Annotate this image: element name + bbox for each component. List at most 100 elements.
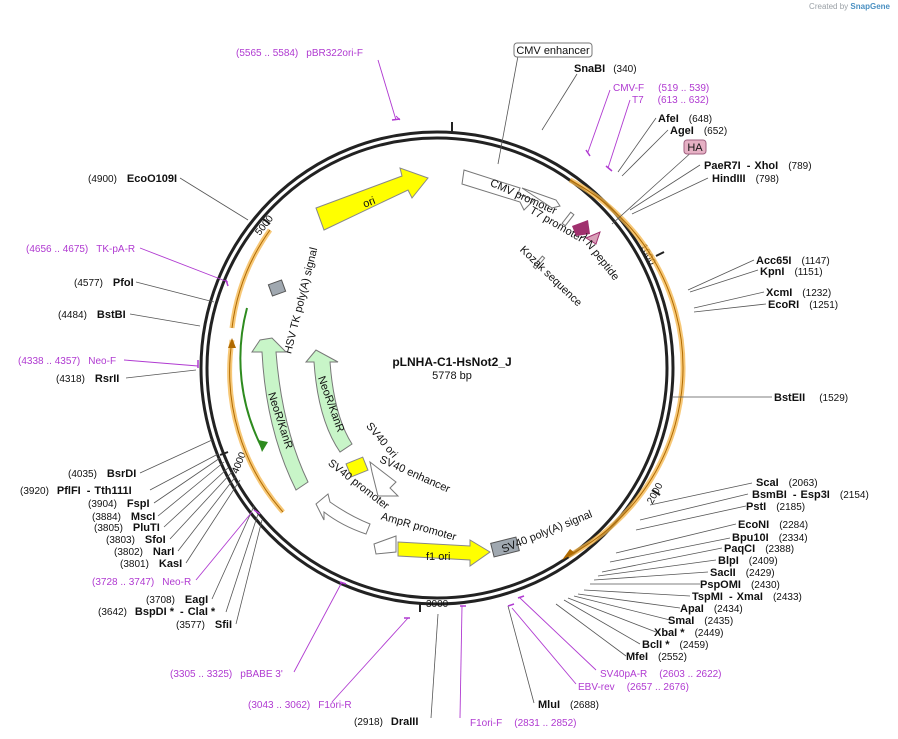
svg-text:EcoRI(1251): EcoRI(1251) [768,299,838,311]
enzyme-name-2: ClaI * [188,606,216,618]
svg-text:(4577)PfoI: (4577)PfoI [74,277,134,289]
svg-text:(3728 .. 3747)Neo-R: (3728 .. 3747)Neo-R [92,577,191,588]
enzyme-pos: (652) [704,126,727,137]
svg-text:Acc65I(1147): Acc65I(1147) [756,255,830,267]
enzyme-name: BsmBI [752,489,787,501]
enzyme-name-2: XhoI [754,160,778,172]
svg-text:PspOMI(2430): PspOMI(2430) [700,579,780,591]
primer-name: EBV-rev [578,682,615,693]
primer-name: F1ori-F [470,718,502,729]
primer-range: (4656 .. 4675) [26,244,88,255]
enzyme-pos: (4577) [74,278,103,289]
enzyme-pos: (2185) [776,502,805,513]
enzyme-name: BstBI [97,309,126,321]
primer-name: CMV-F [613,83,644,94]
svg-text:SacII(2429): SacII (2429) [710,567,775,579]
enzyme-pos: (3920) [20,486,49,497]
enzyme-pos: (3884) [92,512,121,523]
ha-tag-label: HA [687,142,703,154]
svg-text:(3577)SfiI: (3577)SfiI [176,619,232,631]
enzyme-name: PaqCI [724,543,755,555]
neo-green-arc [239,307,263,449]
enzyme-sep: - [87,485,91,497]
svg-text:AgeI(652): AgeI(652) [670,125,727,137]
svg-text:(2918)DraIII: (2918)DraIII [354,716,418,728]
enzyme-pos: (2284) [779,520,808,531]
lambda-n-feature [584,231,601,245]
enzyme-sep: - [180,606,184,618]
attribution: Created by SnapGene [809,2,890,11]
enzyme-name-2: XmaI [737,591,763,603]
snapgene-brand: SnapGene [850,2,890,11]
enzyme-name: DraIII [391,716,419,728]
t7-promoter-feature [561,211,575,227]
enzyme-pos: (2334) [779,533,808,544]
svg-text:(3708)EagI: (3708)EagI [146,594,208,606]
enzyme-pos: (2688) [570,700,599,711]
enzyme-pos: (2388) [765,544,794,555]
svg-text:(4318)RsrII: (4318)RsrII [56,373,119,385]
svg-text:ScaI(2063): ScaI(2063) [756,477,818,489]
enzyme-pos: (2063) [789,478,818,489]
svg-text:XcmI(1232): XcmI(1232) [766,287,831,299]
primer-leaders [123,59,631,719]
enzyme-pos: (2449) [695,628,724,639]
enzyme-pos: (4035) [68,469,97,480]
svg-text:BlpI(2409): BlpI(2409) [718,555,778,567]
svg-text:PaeR7I-XhoI(789): PaeR7I-XhoI(789) [704,160,812,172]
enzyme-pos: (1232) [802,288,831,299]
svg-text:(3803)SfoI: (3803)SfoI [106,534,166,546]
svg-text:EcoNI(2284): EcoNI(2284) [738,519,808,531]
svg-text:PstI(2185): PstI(2185) [746,501,805,513]
primer-range: (613 .. 632) [658,95,709,106]
svg-text:T7(613 .. 632): T7(613 .. 632) [632,95,709,106]
tick-1000 [655,251,665,257]
enzyme-sep: - [729,591,733,603]
tick-2000 [651,489,661,496]
kozak-feature [532,255,546,270]
svg-text:(3805)PluTI: (3805)PluTI [94,522,160,534]
ori-feature [315,167,429,231]
svg-text:MfeI(2552): MfeI(2552) [626,651,687,663]
primer-name: F1ori-R [318,700,351,711]
enzyme-name: EcoRI [768,299,799,311]
enzyme-name: ApaI [680,603,704,615]
enzyme-name: FspI [127,498,150,510]
cmv-enhancer-box [513,42,593,58]
svg-text:(5565 .. 5584)pBR322ori-F: (5565 .. 5584)pBR322ori-F [236,48,363,59]
enzyme-pos: (1529) [819,393,848,404]
svg-text:AfeI(648): AfeI(648) [658,113,712,125]
enzyme-name: BstEII [774,392,805,404]
primer-labels: (5565 .. 5584)pBR322ori-F CMV-F(519 .. 5… [18,48,722,729]
enzyme-pos: (2433) [773,592,802,603]
ori-label: ori [361,195,377,211]
svg-text:TspMI-XmaI(2433): TspMI-XmaI(2433) [692,591,802,603]
enzyme-name: SmaI [668,615,694,627]
enzyme-pos: (4318) [56,374,85,385]
enzyme-pos: (3577) [176,620,205,631]
enzyme-name: SacII [710,567,736,579]
plasmid-length: 5778 bp [432,370,472,382]
enzyme-labels-left: (4900)EcoO109I (4577)PfoI (4484)BstBI (4… [20,173,232,631]
enzyme-pos: (798) [756,174,779,185]
primer-range: (2603 .. 2622) [659,669,721,680]
svg-text:(3642)BspDI *-ClaI *: (3642)BspDI *-ClaI * [98,606,216,618]
neor-outer-feature [251,337,309,491]
primer-binding-marks [197,118,613,619]
enzyme-sep: - [793,489,797,501]
svg-text:(4035)BsrDI: (4035)BsrDI [68,468,136,480]
primer-name: Neo-F [88,356,116,367]
enzyme-pos: (2429) [746,568,775,579]
enzyme-sep: - [747,160,751,172]
enzyme-name: BclI * [642,639,670,651]
sv40-ori-box [345,456,369,478]
enzyme-pos: (3904) [88,499,117,510]
enzyme-name: PluTI [133,522,160,534]
svg-text:ApaI(2434): ApaI(2434) [680,603,743,615]
cmv-enhancer-label: CMV enhancer [516,45,590,57]
svg-text:EBV-rev(2657 .. 2676): EBV-rev(2657 .. 2676) [578,682,689,693]
primer-range: (2831 .. 2852) [514,718,576,729]
enzyme-name: EcoO109I [127,173,177,185]
svg-text:(3920)PflFI-Tth111I: (3920)PflFI-Tth111I [20,485,132,497]
feature-leaders [497,55,695,225]
